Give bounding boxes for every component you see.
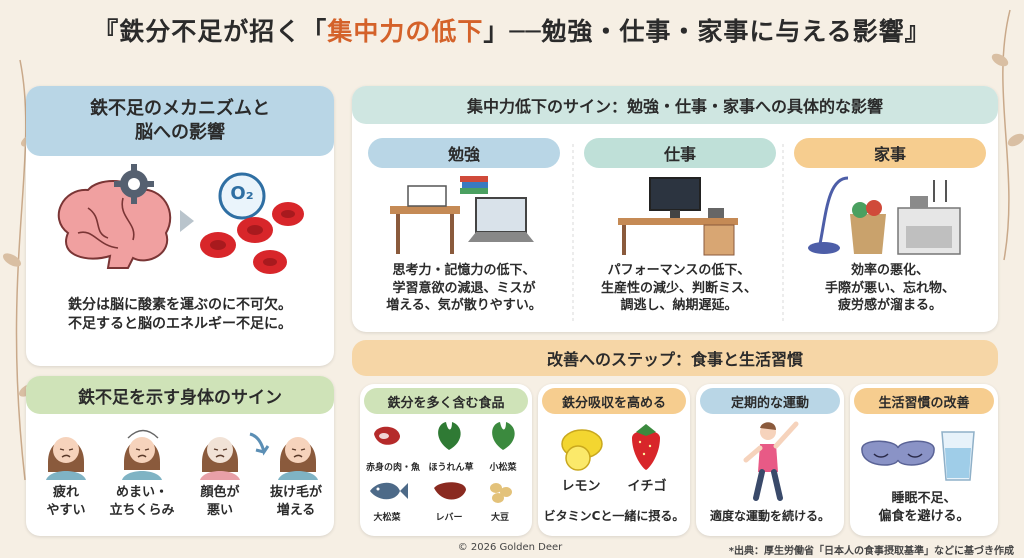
title-suffix: 」──勉強・仕事・家事に与える影響』 (483, 17, 931, 46)
title-highlight: 集中力の低下 (327, 17, 484, 46)
red-blood-cells-icon (200, 202, 304, 274)
body-sign-label-1: 疲れ やすい (46, 485, 86, 518)
meat-fish-icon (374, 426, 400, 445)
sleep-mask-icon (861, 440, 935, 466)
exercise-label: 定期的な運動 (700, 388, 840, 414)
body-sign-label-3: 顔色が 悪い (200, 485, 240, 518)
title-prefix: 『鉄分不足が招く「 (93, 17, 328, 46)
food-label-6: 大豆 (490, 513, 509, 523)
kitchen-vacuum-icon (808, 176, 961, 255)
pale-person-icon (200, 437, 240, 480)
foods-label: 鉄分を多く含む食品 (364, 388, 528, 414)
fish-icon (370, 482, 408, 500)
lemon-icon (561, 429, 603, 471)
liver-icon (434, 482, 466, 500)
body-sign-label-2: めまい・ 立ちくらみ (109, 485, 175, 518)
water-glass-icon (941, 431, 975, 481)
body-sign-label-4: 抜け毛が 増える (269, 485, 322, 518)
strawberry-label: イチゴ (627, 479, 667, 494)
mechanism-desc-line1: 鉄分は脳に酸素を運ぶのに不可欠。 (68, 297, 292, 313)
exercise-note: 適度な運動を続ける。 (709, 509, 830, 523)
absorption-label: 鉄分吸収を高める (542, 388, 686, 414)
soybean-icon (490, 483, 512, 503)
brain-icon (57, 180, 172, 269)
body-signs-heading: 鉄不足を示す身体のサイン (26, 376, 334, 414)
food-label-3: 小松菜 (489, 463, 517, 473)
lemon-label: レモン (561, 479, 601, 494)
habits-label: 生活習慣の改善 (854, 388, 994, 414)
housework-desc: 効率の悪化、 手際が悪い、忘れ物、 疲労感が溜まる。 (824, 263, 955, 314)
oxygen-bubble-icon (218, 172, 266, 220)
food-label-4: 大松菜 (373, 513, 401, 523)
stretching-person-icon (743, 421, 799, 501)
mechanism-desc: 鉄分は脳に酸素を運ぶのに不可欠。 不足すると脳のエネルギー不足に。 (26, 296, 334, 334)
tab-study: 勉強 (368, 138, 560, 168)
spinach-icon (438, 422, 461, 450)
oxygen-label: O₂ (230, 183, 254, 204)
column-divider (782, 144, 784, 324)
signs-heading: 集中力低下のサイン：勉強・仕事・家事への具体的な影響 (352, 86, 998, 124)
arrow-right-icon (180, 210, 194, 232)
tab-housework: 家事 (794, 138, 986, 168)
office-desk-icon (618, 177, 738, 256)
desk-laptop-icon (390, 176, 534, 254)
mechanism-heading: 鉄不足のメカニズムと 脳への影響 (26, 86, 334, 156)
leaf-decoration-right (991, 9, 1024, 261)
steps-heading: 改善へのステップ：食事と生活習慣 (352, 340, 998, 376)
strawberry-icon (632, 424, 660, 470)
mechanism-heading-line1: 鉄不足のメカニズムと (90, 97, 270, 119)
mechanism-heading-line2: 脳への影響 (135, 122, 225, 143)
copyright: © 2026 Golden Deer (457, 542, 563, 553)
study-desc: 思考力・記憶力の低下、 学習意欲の減退、ミスが 増える、気が散りやすい。 (386, 263, 542, 314)
dizzy-person-icon (122, 429, 162, 480)
gear-icon (114, 164, 154, 204)
absorption-note: ビタミンCと一緒に摂る。 (543, 509, 685, 523)
habits-note: 睡眠不足、 偏食を避ける。 (878, 491, 970, 524)
tab-work: 仕事 (584, 138, 776, 168)
tired-person-icon (46, 437, 86, 480)
food-label-1: 赤身の肉・魚 (365, 463, 420, 473)
page-title: 『鉄分不足が招く「集中力の低下」──勉強・仕事・家事に与える影響』 (0, 12, 1024, 48)
hair-loss-person-icon (278, 437, 318, 480)
food-label-2: ほうれん草 (428, 463, 474, 473)
food-label-5: レバー (435, 513, 463, 523)
komatsuna-icon (492, 422, 515, 450)
work-desc: パフォーマンスの低下、 生産性の減少、判断ミス、 調逃し、納期遅延。 (600, 263, 757, 314)
mechanism-desc-line2: 不足すると脳のエネルギー不足に。 (68, 315, 292, 332)
column-divider (572, 144, 574, 324)
arrow-down-icon (249, 432, 270, 456)
source-note: *出典：厚生労働省「日本人の食事摂取基準」などに基づき作成 (728, 546, 1014, 557)
